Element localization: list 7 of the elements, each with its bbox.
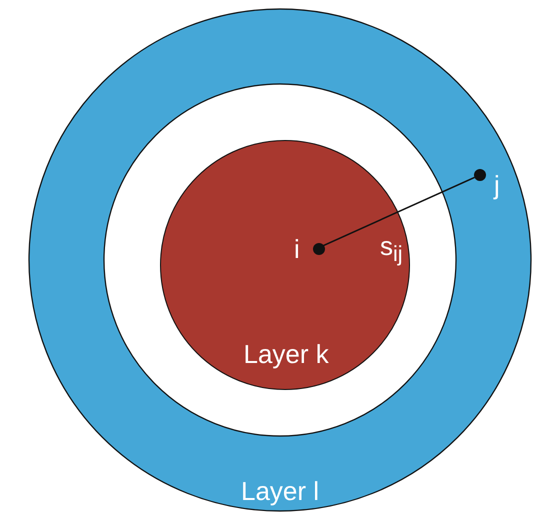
point-label: j [494,172,500,198]
ring-band [28,8,532,512]
dot [313,243,325,255]
layer-label: Layer k [244,341,329,367]
point-label: i [294,236,300,262]
layer-label: Layer l [241,478,320,504]
connector-line [323,176,475,246]
